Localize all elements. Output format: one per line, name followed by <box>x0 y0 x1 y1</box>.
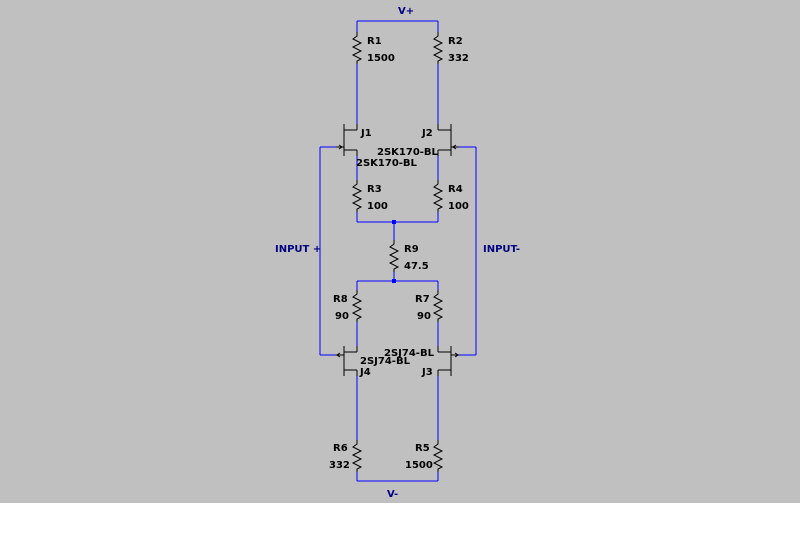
net-label-input-minus: INPUT- <box>483 244 520 255</box>
resistor-r6-symbol <box>351 440 363 472</box>
resistor-r7-symbol <box>432 290 444 322</box>
resistor-r2-symbol <box>432 32 444 64</box>
net-label-input-plus: INPUT + <box>275 244 321 255</box>
j4-ref-label: J4 <box>359 367 371 378</box>
r4-value-label: 100 <box>448 201 469 212</box>
resistor-r5-symbol <box>432 440 444 472</box>
r3-ref-label: R3 <box>367 184 382 195</box>
net-label-vplus: V+ <box>398 6 414 17</box>
r4-ref-label: R4 <box>448 184 463 195</box>
j3-ref-label: J3 <box>421 367 433 378</box>
r7-value-label: 90 <box>417 311 431 322</box>
r1-value-label: 1500 <box>367 53 395 64</box>
r5-ref-label: R5 <box>415 443 430 454</box>
jfet-j2-symbol <box>437 124 459 156</box>
junction-dot-lower <box>392 279 396 283</box>
r9-ref-label: R9 <box>404 244 419 255</box>
r8-ref-label: R8 <box>333 294 348 305</box>
jfet-j3-symbol <box>437 346 459 376</box>
r2-ref-label: R2 <box>448 36 463 47</box>
net-label-vminus: V- <box>387 489 398 500</box>
resistor-r1-symbol <box>351 32 363 64</box>
j4-model-label: 2SJ74-BL <box>360 356 411 367</box>
r2-value-label: 332 <box>448 53 469 64</box>
r6-ref-label: R6 <box>333 443 348 454</box>
r5-value-label: 1500 <box>405 460 433 471</box>
r6-value-label: 332 <box>329 460 350 471</box>
jfet-j4-symbol <box>336 346 358 376</box>
r7-ref-label: R7 <box>415 294 430 305</box>
j1-ref-label: J1 <box>360 128 372 139</box>
j2-model-label: 2SK170-BL <box>377 147 439 158</box>
r3-value-label: 100 <box>367 201 388 212</box>
j2-ref-label: J2 <box>421 128 433 139</box>
j3-model-label: 2SJ74-BL <box>384 348 435 359</box>
r8-value-label: 90 <box>335 311 349 322</box>
resistor-r4-symbol <box>432 180 444 212</box>
resistor-r3-symbol <box>351 180 363 212</box>
resistor-r9-symbol <box>388 240 400 272</box>
wires <box>319 20 477 482</box>
junction-dot-upper <box>392 220 396 224</box>
r1-ref-label: R1 <box>367 36 382 47</box>
jfet-j1-symbol <box>336 124 358 156</box>
j1-model-label: 2SK170-BL <box>356 158 418 169</box>
schematic-canvas <box>0 0 800 503</box>
resistor-r8-symbol <box>351 290 363 322</box>
r9-value-label: 47.5 <box>404 261 429 272</box>
